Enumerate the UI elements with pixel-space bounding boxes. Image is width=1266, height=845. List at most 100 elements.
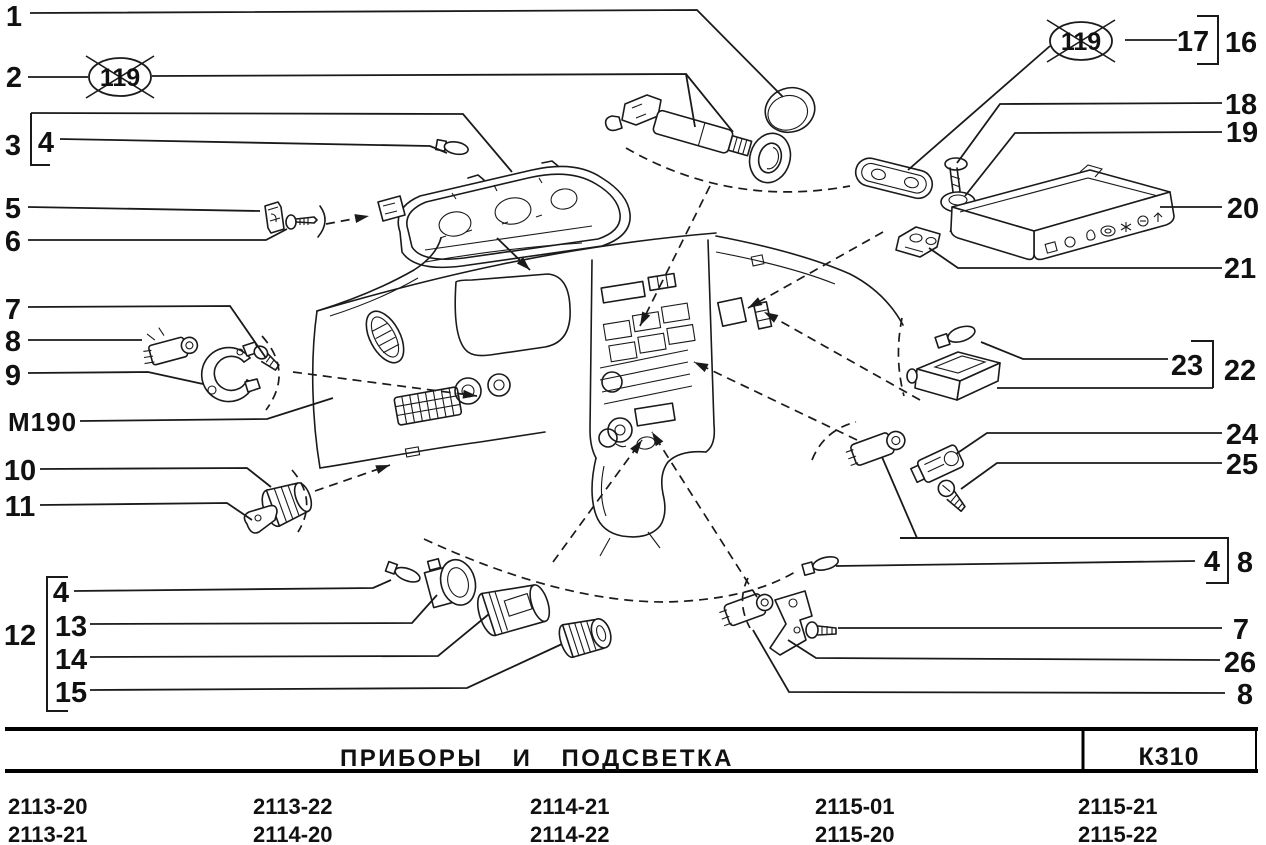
leader-line	[59, 138, 448, 154]
callout-6: 6	[5, 226, 21, 258]
bulb-23-drawing	[934, 325, 976, 349]
dashed-arc	[291, 469, 308, 533]
model-code: 2114-21	[530, 794, 610, 819]
arrowhead	[375, 465, 390, 474]
lighter-socket-14-drawing	[476, 584, 551, 637]
callout-7: 7	[5, 294, 21, 326]
crossed-out-ellipse	[88, 57, 152, 97]
instrument-cluster-drawing	[377, 160, 631, 269]
callout-2: 2	[6, 62, 22, 94]
assembly-direction-line	[693, 361, 858, 441]
callout-3: 3	[5, 130, 21, 162]
lighter-knob-15-drawing	[558, 618, 612, 659]
callout-23: 23	[1171, 350, 1203, 382]
screw-25-drawing	[937, 479, 966, 513]
leader-line	[29, 9, 784, 98]
model-code: 2113-22	[253, 794, 333, 819]
callout-8: 8	[1237, 547, 1253, 579]
arrowhead	[630, 440, 642, 454]
leader-line	[30, 112, 513, 173]
callout-4: 4	[1204, 546, 1220, 578]
model-code: 2113-20	[8, 794, 88, 819]
leader-line	[881, 456, 918, 539]
arrowhead	[354, 214, 369, 223]
model-code: 2115-21	[1078, 794, 1158, 819]
callout-26: 26	[1224, 647, 1256, 679]
callout-25: 25	[1226, 449, 1258, 481]
leader-line	[787, 639, 1221, 661]
callout-14: 14	[55, 644, 87, 676]
clamp-9-drawing	[200, 341, 261, 403]
bracket-26-drawing	[769, 590, 813, 656]
callout-8: 8	[5, 326, 21, 358]
clip-11-drawing	[243, 504, 278, 534]
leader-line	[960, 462, 1222, 490]
model-code: 2114-22	[530, 822, 610, 845]
switch-8-left-drawing	[143, 327, 199, 366]
callout-bracket	[1197, 15, 1219, 65]
assembly-direction-line	[292, 371, 478, 397]
clip-21-drawing	[895, 226, 941, 258]
bulb-4-lighter-drawing	[384, 560, 421, 583]
leader-line	[89, 643, 563, 691]
leader-line	[27, 371, 204, 385]
dashed-arc	[741, 577, 751, 629]
clip-5-drawing	[264, 201, 285, 234]
module-label-m190: М190	[8, 407, 77, 437]
callout-7: 7	[1233, 614, 1249, 646]
arrowhead	[748, 297, 763, 308]
sheet-code: К310	[1139, 743, 1200, 771]
callout-9: 9	[5, 360, 21, 392]
lighter-housing-13-drawing	[423, 557, 477, 609]
plate-drawing	[854, 157, 934, 200]
arrowhead	[764, 312, 779, 323]
leader-line	[956, 102, 1223, 164]
dashed-arc	[811, 421, 857, 461]
screw-6-drawing	[285, 205, 326, 238]
leader-line	[980, 341, 1168, 360]
callout-8: 8	[1237, 679, 1253, 711]
check-panel-20-drawing	[950, 164, 1175, 261]
callout-19: 19	[1226, 117, 1258, 149]
callout-bracket	[46, 576, 68, 712]
callout-10: 10	[4, 455, 36, 487]
model-code: 2115-20	[815, 822, 895, 845]
switch-24-drawing	[910, 444, 965, 484]
leader-line	[955, 432, 1222, 455]
crossed-out-ellipse	[1049, 21, 1113, 61]
leader-line	[964, 131, 1223, 197]
leader-line	[28, 228, 288, 241]
cap-drawing	[764, 86, 816, 134]
leader-line	[835, 560, 1196, 567]
model-code: 2113-21	[8, 822, 88, 845]
arrowhead	[652, 432, 664, 447]
cross-line	[1046, 19, 1116, 63]
assembly-direction-line	[651, 431, 758, 598]
leader-line	[27, 206, 261, 212]
crossed-out-number: 119	[1061, 28, 1101, 56]
dashed-arc	[897, 317, 905, 397]
callout-1: 1	[6, 1, 22, 33]
cross-line	[85, 55, 155, 99]
title-table: ПРИБОРЫ И ПОДСВЕТКА К310 2113-20 2113-21…	[5, 727, 1258, 845]
callout-20: 20	[1227, 193, 1259, 225]
arrowhead	[694, 362, 709, 373]
callout-4: 4	[38, 127, 54, 159]
callout-12: 12	[4, 620, 36, 652]
callout-11: 11	[5, 491, 36, 523]
callout-24: 24	[1226, 419, 1258, 451]
callout-bracket	[30, 113, 50, 166]
assembly-direction-line	[747, 231, 884, 309]
callout-16: 16	[1225, 27, 1257, 59]
lamp-housing-22-drawing	[906, 351, 1001, 401]
callout-bracket	[1191, 340, 1214, 388]
bulb-4-right-drawing	[801, 555, 839, 577]
screw-7-bottom-drawing	[805, 621, 837, 639]
assembly-direction-line	[763, 311, 921, 401]
callout-18: 18	[1225, 89, 1257, 121]
bulb-4-left-drawing	[434, 138, 469, 156]
model-code: 2114-20	[253, 822, 333, 845]
callout-15: 15	[55, 677, 87, 709]
